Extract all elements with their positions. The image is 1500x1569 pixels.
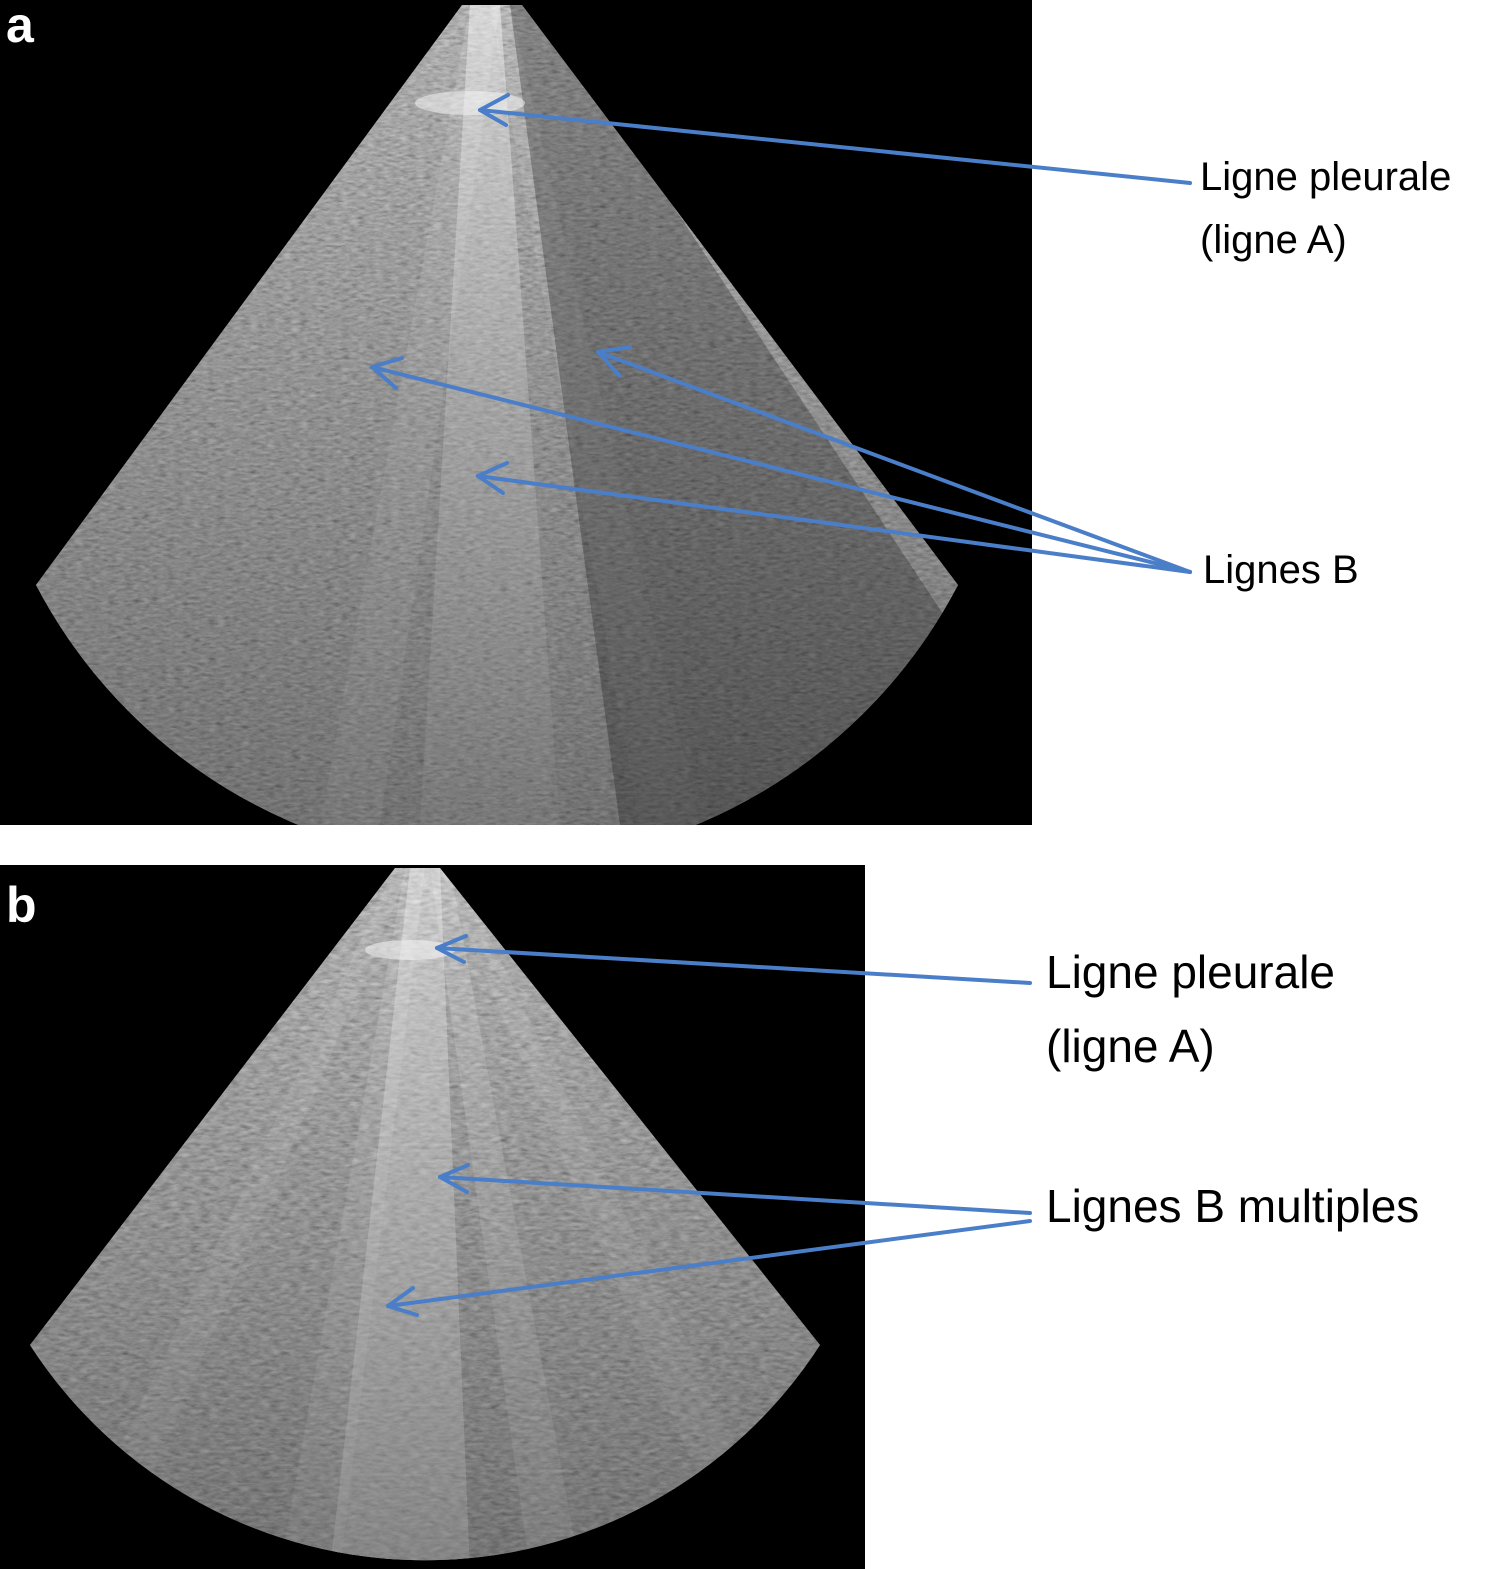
panel-a-pleural-label-line2: (ligne A)	[1200, 218, 1347, 262]
panel-b-b-lines-label: Lignes B multiples	[1046, 1180, 1419, 1232]
panel-a: a Ligne pleurale (ligne A) Lignes B	[0, 0, 1451, 825]
panel-a-pleural-arrow	[478, 93, 1192, 185]
panel-a-letter: a	[6, 0, 35, 53]
panel-b-letter: b	[6, 877, 37, 933]
panel-a-b-line-arrow-1	[596, 345, 1192, 574]
panel-a-pleural-label-line1: Ligne pleurale	[1200, 155, 1451, 199]
panel-b-pleural-arrow	[435, 934, 1032, 985]
panel-b-b-line-arrow-1	[438, 1163, 1032, 1215]
panel-b-arrows	[386, 934, 1032, 1317]
panel-a-b-line-arrow-2	[370, 356, 1192, 574]
panel-a-b-line-arrow-3	[476, 461, 1192, 574]
panel-b-ultrasound-sector	[30, 868, 820, 1561]
panel-b-pleural-label-line1: Ligne pleurale	[1046, 946, 1335, 998]
panel-b-b-line-arrow-2	[386, 1219, 1032, 1317]
panel-a-b-lines-label: Lignes B	[1203, 548, 1359, 592]
panel-b: b Ligne pleurale (ligne A) Lignes B mult…	[0, 865, 1419, 1569]
panel-b-pleural-label-line2: (ligne A)	[1046, 1020, 1215, 1072]
panel-a-arrows	[370, 93, 1192, 574]
